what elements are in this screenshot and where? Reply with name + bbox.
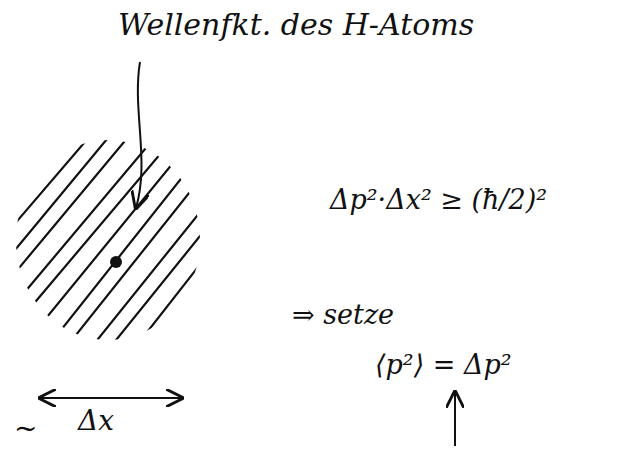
- hatch-line: [108, 127, 288, 350]
- formula: Δp²·Δx² ≥ (ħ/2)²: [330, 185, 547, 215]
- hatch-line: [0, 130, 68, 350]
- formula: ⟨p²⟩ = Δp²: [375, 350, 512, 380]
- width-arrow: [40, 397, 182, 399]
- hatch-line: [0, 136, 90, 346]
- note-text: ⇒ setze: [292, 300, 394, 330]
- hatch-line: [0, 130, 134, 346]
- pointer-arrow: [136, 62, 142, 208]
- hatch-line: [20, 130, 200, 350]
- hatch-line: [86, 130, 266, 354]
- hatch-line: [0, 133, 112, 350]
- hatch-line: [130, 124, 310, 354]
- hatch-line: [64, 124, 244, 350]
- up-arrow: [454, 392, 456, 446]
- nucleus-dot: [110, 256, 122, 268]
- dimension-label: Δx: [78, 406, 114, 437]
- note-text: Wellenfkt. des H-Atoms: [118, 8, 474, 41]
- approx-sign: ~: [14, 414, 37, 445]
